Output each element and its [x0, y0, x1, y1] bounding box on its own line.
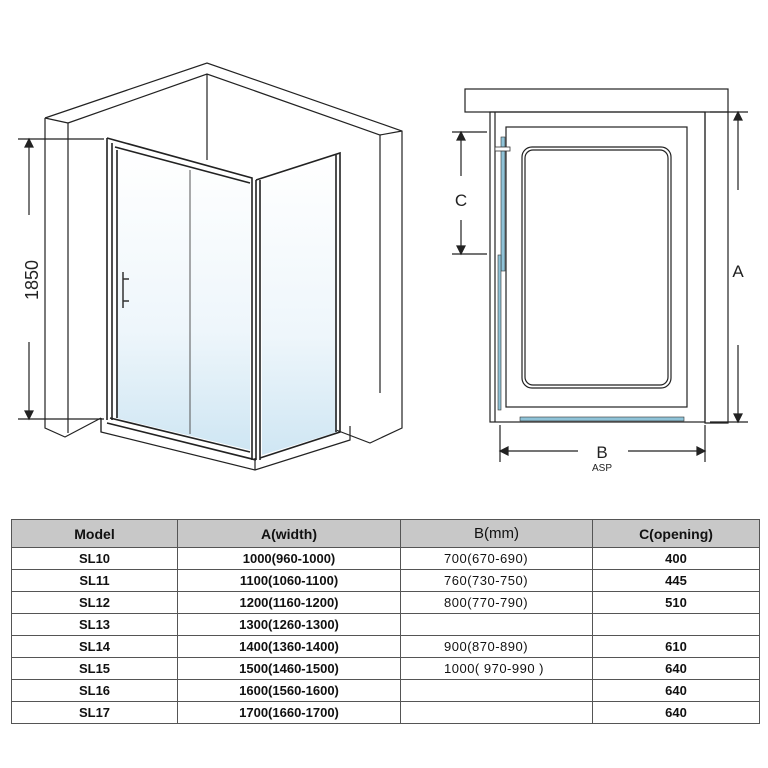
cell-c: 640	[592, 701, 760, 724]
cell-model: SL14	[11, 635, 178, 658]
a-dimension	[710, 110, 748, 424]
header-c-opening: C(opening)	[592, 519, 760, 548]
door-handle-icon	[122, 272, 129, 308]
header-model: Model	[11, 519, 178, 548]
side-panel-glass	[262, 158, 337, 455]
cell-a: 1300(1260-1300)	[177, 613, 401, 636]
cell-b: 700(670-690)	[400, 547, 593, 570]
sliding-door-glass	[116, 152, 250, 450]
cell-b	[400, 679, 593, 702]
cell-c: 445	[592, 569, 760, 592]
cell-a: 1200(1160-1200)	[177, 591, 401, 614]
plan-glass	[494, 136, 685, 422]
cell-model: SL11	[11, 569, 178, 592]
cell-model: SL10	[11, 547, 178, 570]
shower-3d-view: 1850 C A	[18, 62, 748, 474]
header-a-width: A(width)	[177, 519, 401, 548]
cell-model: SL15	[11, 657, 178, 680]
cell-c	[592, 613, 760, 636]
height-dimension	[18, 137, 104, 421]
cell-c: 640	[592, 679, 760, 702]
cell-b: 800(770-790)	[400, 591, 593, 614]
c-label: C	[455, 191, 467, 210]
cell-model: SL16	[11, 679, 178, 702]
b-sub-label: ASP	[592, 463, 612, 474]
c-dimension	[452, 130, 487, 256]
cell-a: 1700(1660-1700)	[177, 701, 401, 724]
cell-a: 1100(1060-1100)	[177, 569, 401, 592]
plan-view	[464, 88, 729, 424]
cell-a: 1600(1560-1600)	[177, 679, 401, 702]
cell-a: 1400(1360-1400)	[177, 635, 401, 658]
cell-b: 900(870-890)	[400, 635, 593, 658]
enclosure-frame	[106, 137, 341, 461]
height-label: 1850	[22, 260, 42, 300]
b-dimension	[498, 425, 707, 462]
a-label: A	[732, 262, 744, 281]
cell-a: 1000(960-1000)	[177, 547, 401, 570]
cell-model: SL17	[11, 701, 178, 724]
b-label: B	[596, 443, 607, 462]
cell-model: SL13	[11, 613, 178, 636]
cell-c: 610	[592, 635, 760, 658]
wall-outline	[44, 62, 403, 471]
cell-b: 760(730-750)	[400, 569, 593, 592]
cell-model: SL12	[11, 591, 178, 614]
cell-c: 400	[592, 547, 760, 570]
header-b-mm: B(mm)	[400, 519, 593, 548]
cell-b	[400, 613, 593, 636]
cell-c: 640	[592, 657, 760, 680]
table-header-row: Model A(width) B(mm) C(opening)	[11, 519, 760, 548]
cell-a: 1500(1460-1500)	[177, 657, 401, 680]
cell-b: 1000( 970-990 )	[400, 657, 593, 680]
cell-c: 510	[592, 591, 760, 614]
cell-b	[400, 701, 593, 724]
